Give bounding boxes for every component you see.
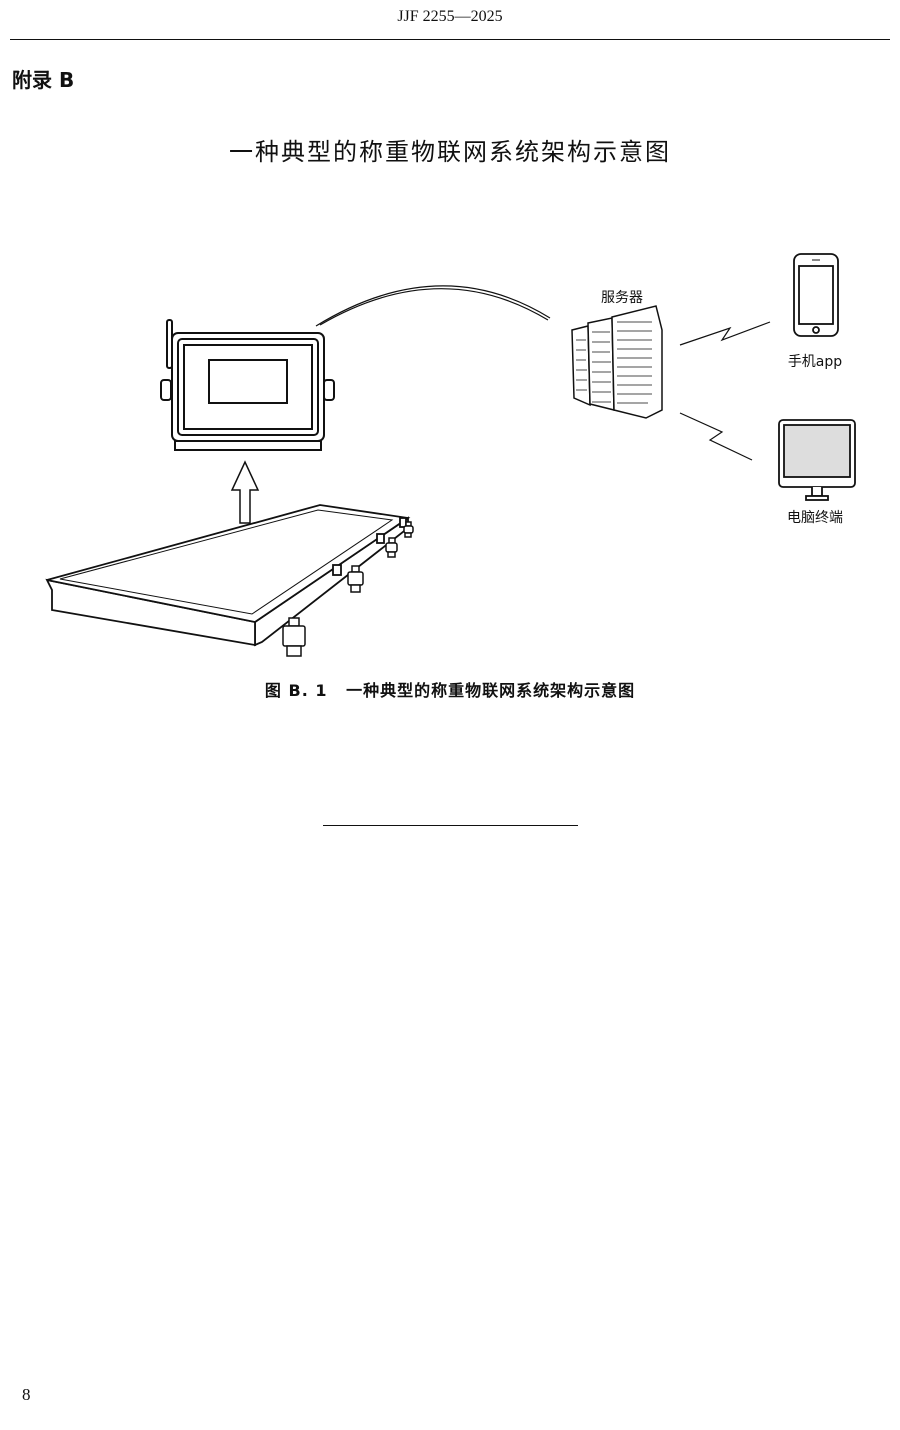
figure-number: 图 B. 1 — [264, 681, 328, 700]
weighbridge-platform-icon — [45, 504, 411, 647]
phone-app-label: 手机app — [787, 354, 843, 370]
page-number: 8 — [22, 1385, 31, 1404]
wireless-link-arc — [315, 285, 551, 327]
figure-caption: 图 B. 1 一种典型的称重物联网系统架构示意图 — [0, 677, 900, 701]
appendix-heading: 附录 B — [12, 68, 75, 92]
wireless-signal-to-phone — [679, 321, 771, 346]
arrow-up-icon — [230, 460, 260, 524]
load-cell-icons — [282, 521, 414, 657]
appendix-title: 一种典型的称重物联网系统架构示意图 — [229, 138, 671, 166]
server-label: 服务器 — [601, 290, 643, 306]
figure-caption-text: 一种典型的称重物联网系统架构示意图 — [346, 681, 636, 700]
header-divider — [10, 39, 890, 40]
page-header: JJF 2255—2025 — [397, 8, 503, 25]
weighing-indicator-icon — [160, 319, 335, 451]
wireless-signal-to-computer — [679, 412, 753, 461]
iot-architecture-diagram — [45, 253, 856, 657]
smartphone-icon — [793, 253, 839, 337]
computer-terminal-label: 电脑终端 — [787, 510, 843, 526]
server-icon — [571, 305, 663, 419]
end-divider — [323, 825, 578, 826]
computer-monitor-icon — [778, 419, 856, 501]
